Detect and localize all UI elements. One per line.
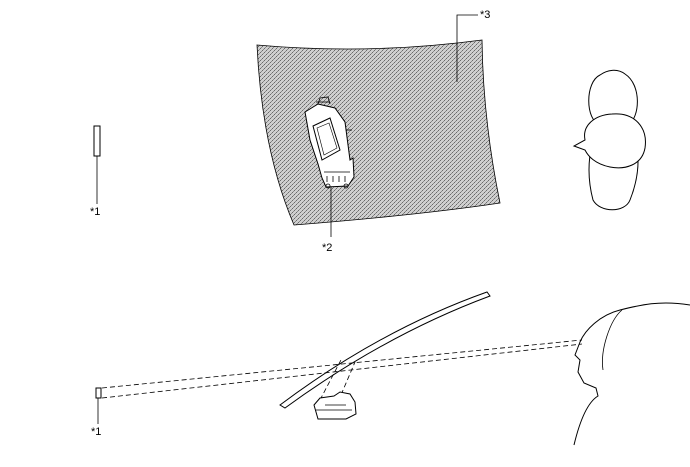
target-board-bottom: *1 — [91, 387, 102, 438]
windshield: *3 — [256, 9, 501, 226]
callout-target-bottom: *1 — [91, 426, 101, 438]
side-view: *1 — [91, 291, 690, 446]
callout-hud-unit: *2 — [322, 242, 332, 254]
callout-windshield: *3 — [480, 9, 490, 21]
hud-unit-side — [313, 391, 357, 420]
driver-profile — [573, 302, 690, 446]
callout-target-top: *1 — [90, 206, 100, 218]
sight-lines — [101, 339, 583, 403]
driver-head-top — [572, 69, 646, 211]
hud-unit-top: *2 — [304, 96, 355, 254]
target-board-top: *1 — [90, 125, 101, 218]
windshield-side — [279, 291, 491, 409]
top-view: *1 *3 *2 — [90, 9, 646, 254]
